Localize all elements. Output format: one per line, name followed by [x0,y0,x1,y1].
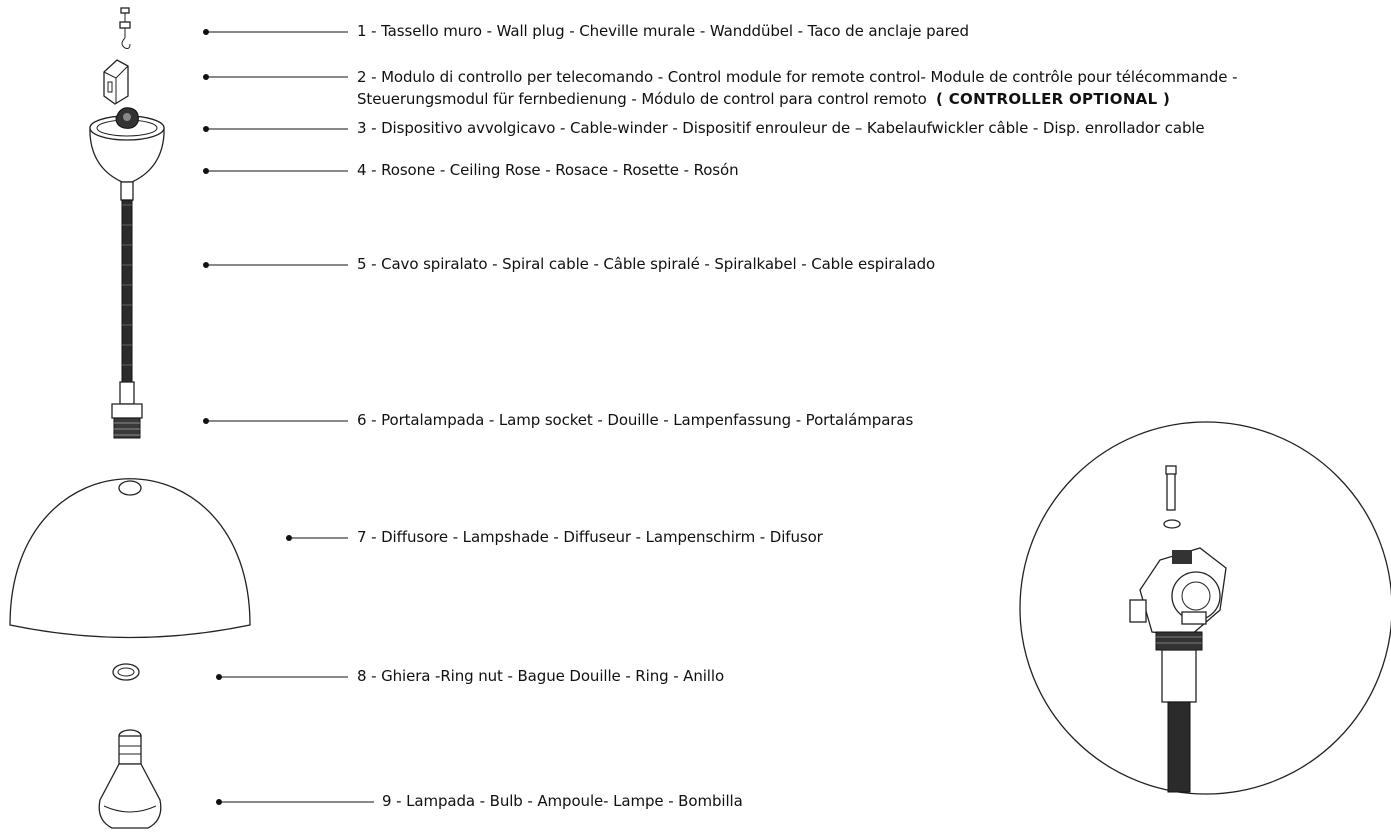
ceiling-rose-drawing [89,107,165,201]
part-label-3: 3 - Dispositivo avvolgicavo - Cable-wind… [357,119,1205,137]
part-label-2: 2 - Modulo di controllo per telecomando … [357,68,1238,86]
part-label-7: 7 - Diffusore - Lampshade - Diffuseur - … [357,528,823,546]
detail-circle [1019,421,1391,795]
part-label-6: 6 - Portalampada - Lamp socket - Douille… [357,411,914,429]
bulb-drawing [98,729,162,829]
ring-nut-drawing [112,663,140,681]
lamp-socket-drawing [111,381,143,439]
leader-lines [203,29,374,805]
part-label-2-line2: Steuerungsmodul für fernbedienung - Módu… [357,90,1170,109]
lampshade-drawing [9,478,251,639]
part-label-9: 9 - Lampada - Bulb - Ampoule- Lampe - Bo… [382,792,743,810]
spiral-cable-drawing [121,199,133,383]
controller-optional-note: ( CONTROLLER OPTIONAL ) [936,90,1171,108]
control-module-drawing [103,59,129,105]
part-label-5: 5 - Cavo spiralato - Spiral cable - Câbl… [357,255,936,273]
part-label-2-cont: Steuerungsmodul für fernbedienung - Módu… [357,90,927,108]
part-label-1: 1 - Tassello muro - Wall plug - Cheville… [357,22,969,40]
part-label-4: 4 - Rosone - Ceiling Rose - Rosace - Ros… [357,161,739,179]
wall-plug-drawing [119,7,131,49]
part-label-8: 8 - Ghiera -Ring nut - Bague Douille - R… [357,667,725,685]
